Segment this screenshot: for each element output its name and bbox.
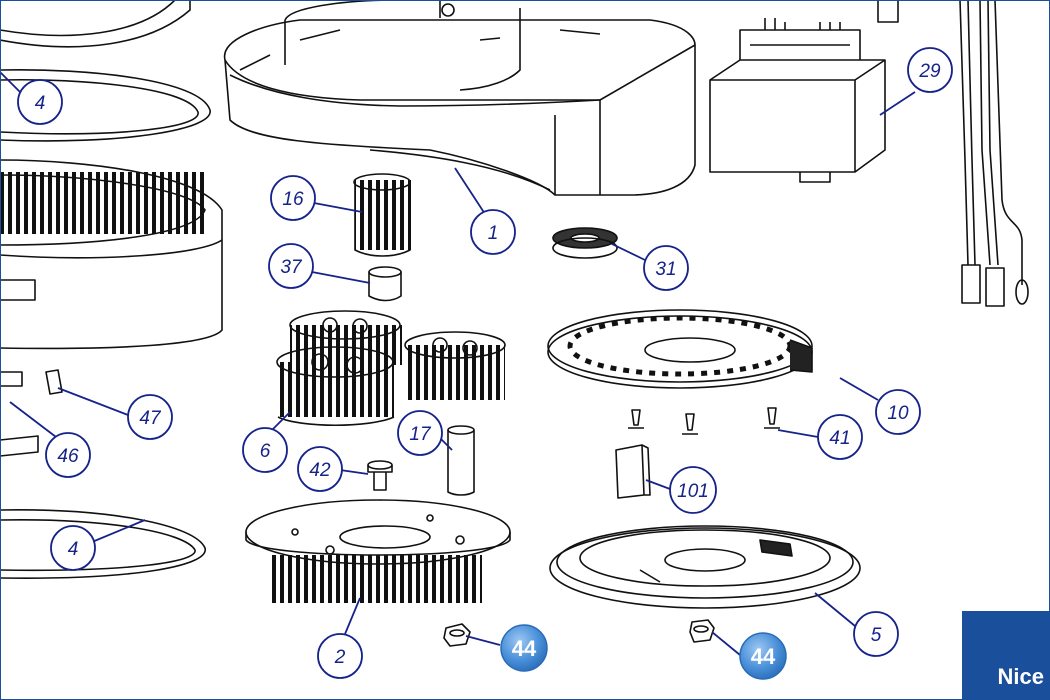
callout-label: 42 — [309, 460, 331, 481]
callout-label: 41 — [829, 428, 850, 449]
callout-42: 42 — [297, 446, 343, 492]
callout-label: 44 — [751, 644, 776, 669]
callout-46: 46 — [45, 432, 91, 478]
callout-label: 4 — [68, 539, 79, 560]
callout-label: 2 — [334, 647, 346, 668]
small-brackets — [0, 369, 63, 457]
callout-label: 4 — [35, 93, 46, 114]
callout-6: 6 — [242, 427, 288, 473]
bushing — [368, 266, 402, 302]
top-left-housing-edge — [0, 0, 191, 48]
callout-44-highlighted-left[interactable]: 44 — [500, 624, 548, 672]
transformer — [709, 18, 886, 183]
callout-101: 101 — [669, 466, 717, 514]
callout-44-highlighted-right[interactable]: 44 — [739, 632, 787, 680]
magnet — [615, 444, 651, 499]
callout-label: 29 — [918, 61, 941, 82]
callout-label: 5 — [871, 625, 882, 646]
callout-16: 16 — [270, 175, 316, 221]
mounting-pins — [628, 407, 780, 435]
callout-label: 44 — [512, 636, 537, 661]
callout-41: 41 — [817, 414, 863, 460]
callout-label: 6 — [260, 441, 271, 462]
encoder-board — [549, 525, 861, 609]
callout-label: 10 — [887, 403, 909, 424]
callout-2: 2 — [317, 633, 363, 679]
callout-10: 10 — [875, 389, 921, 435]
nuts — [443, 619, 715, 647]
encoder-disc — [547, 309, 813, 389]
output-gear — [245, 499, 511, 603]
callout-label: 37 — [280, 257, 303, 278]
pin — [447, 425, 475, 496]
screw — [367, 460, 393, 491]
leader-lines — [0, 71, 916, 656]
washer-stack — [552, 227, 618, 259]
ring-gear-housing — [0, 159, 223, 350]
callout-17: 17 — [397, 410, 443, 456]
callout-label: 31 — [655, 259, 676, 280]
callout-label: 47 — [139, 408, 162, 429]
planetary-gears — [276, 310, 506, 426]
callout-5: 5 — [853, 611, 899, 657]
callout-1: 1 — [470, 209, 516, 255]
seal-ring-top — [0, 68, 211, 142]
pinion-gear — [353, 173, 411, 257]
callout-37: 37 — [268, 243, 314, 289]
callout-label: 16 — [282, 189, 304, 210]
callout-label: 101 — [677, 481, 709, 502]
callout-4-bottom: 4 — [50, 525, 96, 571]
seal-ring-bottom — [0, 509, 206, 579]
callout-4-top: 4 — [17, 79, 63, 125]
callout-29: 29 — [907, 47, 953, 93]
callout-31: 31 — [643, 245, 689, 291]
callout-label: 17 — [409, 424, 432, 445]
wire-harness — [877, 0, 1029, 307]
callout-label: 1 — [488, 223, 499, 244]
callout-47: 47 — [127, 394, 173, 440]
callout-label: 46 — [57, 446, 79, 467]
main-housing — [223, 0, 696, 196]
brand-logo: Nice — [962, 611, 1050, 700]
brand-name: Nice — [997, 664, 1044, 689]
